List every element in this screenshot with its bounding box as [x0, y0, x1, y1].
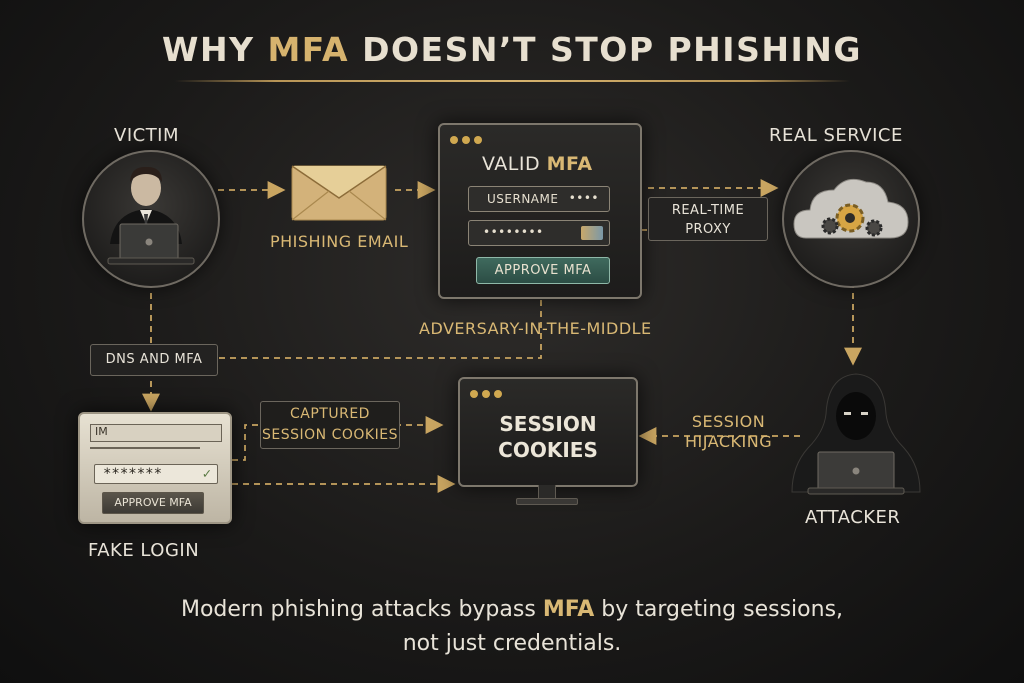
real-service-label: REAL SERVICE: [769, 125, 903, 146]
title-accent: MFA: [267, 30, 350, 69]
hooded-attacker-icon: [791, 373, 921, 495]
valid-mfa-window: VALID MFA USERNAME •••• •••••••• APPROVE…: [438, 123, 642, 299]
check-icon: ✓: [202, 466, 211, 482]
fake-login-divider: [90, 447, 200, 449]
real-service-node: [782, 150, 920, 288]
cloud-gears-icon: [793, 178, 909, 239]
valid-mfa-heading: VALID MFA: [482, 153, 593, 175]
attacker-label: ATTACKER: [805, 507, 901, 528]
username-field[interactable]: USERNAME ••••: [468, 186, 610, 212]
envelope-icon: [291, 165, 387, 221]
window-controls: [470, 385, 506, 403]
fake-login-label: FAKE LOGIN: [88, 540, 200, 561]
adversary-in-the-middle-label: ADVERSARY-IN-THE-MIDDLE: [419, 319, 652, 338]
dns-and-mfa-tag: DNS AND MFA: [90, 344, 218, 376]
approve-mfa-button[interactable]: APPROVE MFA: [476, 257, 610, 284]
caption-line-1: Modern phishing attacks bypass MFA by ta…: [180, 597, 844, 622]
fake-password-field[interactable]: ******* ✓: [94, 464, 218, 484]
person-laptop-icon: [107, 166, 195, 265]
fake-approve-mfa-button[interactable]: APPROVE MFA: [102, 492, 204, 514]
key-icon: [581, 226, 603, 240]
fake-login-header: IM: [90, 424, 222, 442]
monitor-stand: [538, 485, 556, 499]
caption: Modern phishing attacks bypass MFA by ta…: [0, 593, 1024, 661]
line-mfa-down: [218, 300, 542, 359]
window-controls: [450, 131, 486, 149]
caption-line-2: not just credentials.: [402, 631, 622, 656]
page-title: WHY MFA DOESN’T STOP PHISHING: [162, 30, 862, 69]
monitor-base: [516, 498, 578, 505]
phishing-email-label: PHISHING EMAIL: [270, 232, 409, 251]
password-field[interactable]: ••••••••: [468, 220, 610, 246]
victim-node: [82, 150, 220, 288]
victim-label: VICTIM: [114, 125, 180, 146]
fake-login-window: IM ******* ✓ APPROVE MFA: [78, 412, 232, 524]
title-underline: [175, 80, 850, 82]
